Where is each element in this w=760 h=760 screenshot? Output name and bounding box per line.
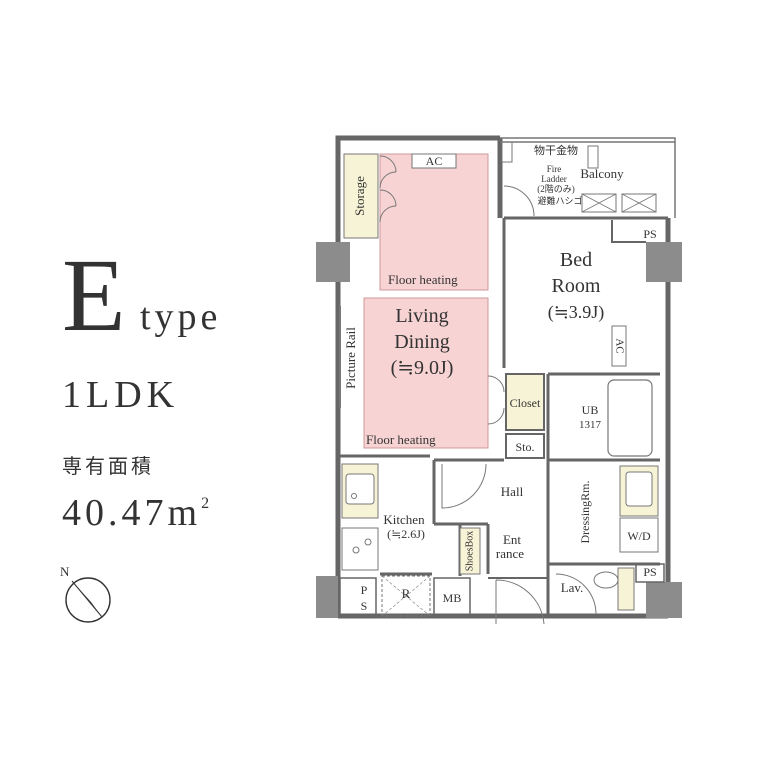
unit-bath-label: UB [582,403,599,417]
type-word: type [140,296,222,338]
hanger-icon [587,145,599,169]
floor-heating-label-2: Floor heating [366,432,436,447]
entrance-label-2: rance [496,546,524,561]
balcony-rail [500,137,676,218]
north-compass-icon: N [60,564,111,623]
area-superscript: 2 [201,495,214,512]
dining-label: Dining [394,331,450,353]
pillar [316,242,350,282]
compass-ring [65,577,111,623]
ps-label: PS [643,227,656,241]
closet-door-swing [487,407,505,425]
area-value: 40.47m2 [62,494,213,532]
floor-heating-label: Floor heating [388,272,458,287]
living-label: Living [395,305,448,327]
compass-label: N [60,564,70,579]
interior-walls [338,216,668,616]
toilet [593,571,619,589]
bedroom-label-2: Room [552,275,601,297]
kitchen-area-label: (≒2.6J) [387,527,425,541]
fire-ladder-label: Ladder [541,174,566,184]
shoes-box [459,527,481,575]
ac-unit [411,153,457,169]
bathtub [607,379,653,457]
entrance-door-swing [495,579,545,625]
balcony-label: Balcony [580,166,624,181]
unit-bath-size: 1317 [579,419,602,431]
meter-box [433,577,471,617]
bedroom-label: Bed [560,249,592,271]
floor-plan: AC Storage Floor heating Living Dining (… [316,135,682,625]
ps-shaft [611,220,646,243]
area-number: 40.47m [62,492,202,534]
ladder-hatch [621,193,657,213]
lavatory-label: Lav. [561,580,584,595]
ac-label: AC [426,154,443,168]
area-label: 専有面積 [62,454,154,478]
floor-heating-area [379,153,489,291]
hall-door-swing [441,463,487,509]
drain-icon [501,141,513,163]
lavatory-counter [617,567,635,611]
shoes-box-label: ShoesBox [464,531,475,572]
storage-doors [379,155,397,223]
pillar [646,582,682,618]
meter-box-label: MB [443,591,462,605]
kitchen-ps-s: S [361,599,368,613]
pillar [316,576,338,618]
storage [343,153,379,239]
storage-label: Storage [352,176,367,216]
sto-label: Sto. [515,440,534,454]
ladder-hatch [581,193,617,213]
closet-label: Closet [510,396,541,410]
bedroom-area-label: (≒3.9J) [548,302,605,323]
lavatory-door-swing [555,573,597,615]
refrigerator-space [381,575,431,617]
closet-door-swing [487,375,505,393]
evacuation-ladder-label: 避難ハシゴ [537,195,582,206]
picture-rail-label: Picture Rail [343,327,358,389]
washer-dryer-label: W/D [627,529,651,543]
storage-small [505,433,545,459]
balcony-door-swing [503,185,535,217]
dressing-room-label: DressingRm. [578,481,592,544]
kitchen-label: Kitchen [383,512,425,527]
pillar [646,242,682,282]
washer-dryer [619,517,659,553]
layout-code: 1LDK [62,374,180,416]
closet [505,373,545,431]
kitchen-ps-p: P [361,583,368,597]
kitchen-ps [339,577,377,617]
pillars [316,242,682,618]
compass-axis [71,580,103,618]
bedroom-ac-label: AC [613,338,625,353]
cooktop [341,527,379,571]
hall-label: Hall [501,484,524,499]
floor-heating-area [363,297,489,449]
refrigerator-label: R [402,586,411,601]
entrance-label: Ent [503,532,521,547]
living-area-label: (≒9.0J) [391,357,454,379]
fire-ladder-label: Fire [547,164,562,174]
fire-ladder-note: (2階のみ) [537,184,575,194]
laundry-hardware-label: 物干金物 [534,143,578,157]
type-letter: E [62,238,126,353]
bedroom-ac-unit [611,325,627,367]
ps-label-bottom: PS [643,565,656,579]
ps-shaft-bottom [635,563,665,583]
